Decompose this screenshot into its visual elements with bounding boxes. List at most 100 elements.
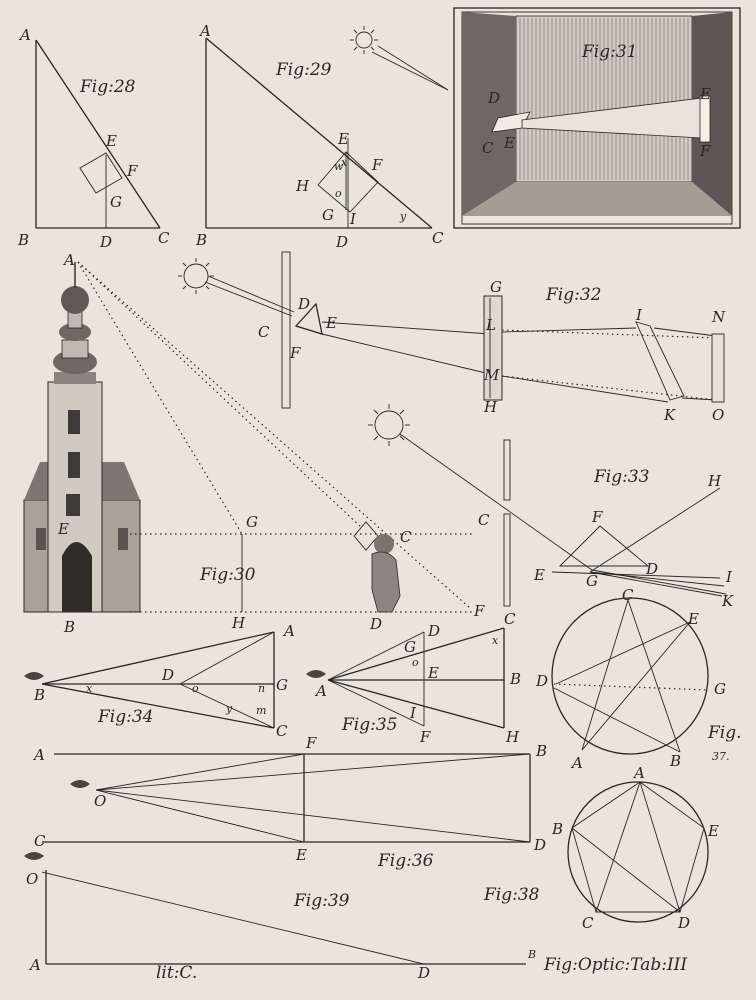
label-e: E — [295, 846, 307, 864]
label-c: C — [622, 586, 634, 604]
label-o: O — [712, 406, 724, 424]
label-c: C — [478, 511, 490, 529]
figure-37: C E D G A B Fig. 37. — [535, 586, 742, 772]
label-c: C — [482, 139, 494, 157]
figure-39: C O A D B Fig:39 lit:C. — [24, 832, 536, 983]
church-tower-illustration — [23, 262, 141, 613]
sun-icon — [368, 404, 410, 446]
label-g: G — [586, 572, 598, 590]
label-m: M — [483, 366, 500, 384]
label-b: B — [535, 742, 547, 760]
label-d: D — [161, 666, 174, 684]
label-d: D — [487, 89, 500, 107]
fig-37-label: Fig. — [707, 723, 742, 743]
label-n: N — [711, 308, 726, 326]
eye-icon — [24, 672, 44, 680]
label-a: A — [28, 956, 41, 974]
label-f: F — [591, 508, 603, 526]
label-e: E — [105, 132, 117, 150]
label-g: G — [276, 676, 288, 694]
figure-38: A B E C D Fig:38 — [483, 764, 719, 932]
label-i: I — [349, 210, 357, 228]
label-n: n — [258, 682, 265, 695]
figure-28: A E F G B D C Fig:28 — [17, 26, 170, 251]
label-a: A — [32, 746, 45, 764]
figure-35: A D G o E I F C x B H Fig:35 — [306, 610, 521, 746]
fig-28-label: Fig:28 — [79, 77, 136, 97]
label-m: m — [256, 704, 266, 717]
fig-31-label: Fig:31 — [581, 42, 637, 62]
label-c: C — [432, 229, 444, 247]
figure-34: B x D o y n m A G C Fig:34 — [24, 622, 295, 740]
label-c: C — [504, 610, 516, 628]
label-o: o — [192, 682, 199, 695]
label-e: E — [325, 314, 337, 332]
label-d: D — [427, 622, 440, 640]
label-k: K — [721, 592, 734, 610]
label-e-screen: E — [699, 85, 711, 103]
fig-32-label: Fig:32 — [545, 285, 601, 305]
label-c: C — [582, 914, 594, 932]
label-e: E — [503, 134, 515, 152]
label-g: G — [404, 638, 416, 656]
label-d: D — [369, 615, 382, 633]
label-b: B — [33, 686, 45, 704]
lit-label: lit:C. — [156, 963, 197, 983]
label-d: D — [99, 233, 112, 251]
label-d: D — [677, 914, 690, 932]
label-i: I — [409, 704, 417, 722]
label-d: D — [297, 295, 310, 313]
label-e: E — [707, 822, 719, 840]
fig-36-label: Fig:36 — [377, 851, 434, 871]
label-b: B — [509, 670, 521, 688]
label-h: H — [707, 472, 722, 490]
figure-32: D C E F G L M H I K N O Fig:32 — [178, 251, 726, 424]
sun-icon — [178, 258, 214, 294]
eye-icon — [306, 670, 326, 678]
label-k: K — [663, 406, 676, 424]
label-e: E — [427, 664, 439, 682]
observer-figure — [353, 521, 401, 613]
label-b: B — [63, 618, 75, 636]
label-g: G — [322, 206, 334, 224]
label-g: G — [714, 680, 726, 698]
label-a: A — [62, 251, 75, 269]
fig-39-label: Fig:39 — [293, 891, 350, 911]
label-g: G — [246, 513, 258, 531]
label-i: I — [725, 568, 733, 586]
figure-29: A E F H G I w x o y B D C Fig:29 — [195, 22, 449, 251]
label-a: A — [314, 682, 327, 700]
label-b: B — [669, 752, 681, 770]
label-i: I — [635, 306, 643, 324]
fig-37-number: 37. — [712, 750, 730, 763]
label-e: E — [337, 130, 349, 148]
label-e: E — [687, 610, 699, 628]
fig-33-label: Fig:33 — [593, 467, 649, 487]
label-b: B — [527, 948, 536, 961]
figure-33: C F E G D H I K Fig:33 — [399, 433, 734, 610]
label-a: A — [282, 622, 295, 640]
figure-30: A E G C B H D F Fig:30 — [23, 251, 485, 636]
label-a: A — [570, 754, 583, 772]
label-b: B — [551, 820, 563, 838]
label-f: F — [699, 142, 711, 160]
label-f: F — [419, 728, 431, 746]
label-x: x — [86, 682, 93, 695]
figure-36: A O F E B D Fig:36 — [32, 734, 547, 871]
eye-icon — [24, 852, 44, 860]
fig-29-label: Fig:29 — [275, 60, 332, 80]
fig-30-label: Fig:30 — [199, 565, 256, 585]
label-o: o — [412, 656, 419, 669]
label-f: F — [126, 162, 138, 180]
label-x: x — [341, 156, 348, 169]
label-y: y — [225, 702, 233, 715]
label-b: B — [195, 231, 207, 249]
label-h: H — [231, 614, 246, 632]
figure-31: D C E E F Fig:31 — [453, 7, 741, 229]
label-h: H — [483, 398, 498, 416]
label-d: D — [417, 964, 430, 982]
label-e: E — [57, 520, 69, 538]
fig-38-label: Fig:38 — [483, 885, 540, 905]
label-f: F — [371, 156, 383, 174]
